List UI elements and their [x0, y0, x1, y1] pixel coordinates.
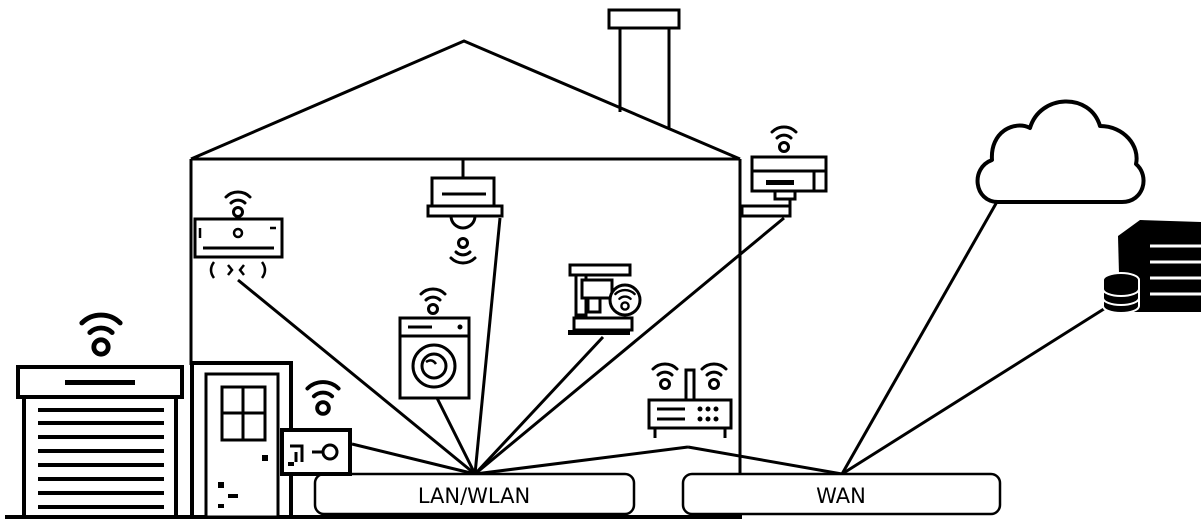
garage-door-icon [18, 315, 182, 517]
washing-machine-icon [400, 289, 469, 398]
lan-label: LAN/WLAN [418, 484, 530, 508]
lan-bar: LAN/WLAN [315, 474, 634, 514]
wifi-icon [226, 192, 250, 216]
link-server [842, 307, 1107, 474]
wifi-icon [421, 289, 445, 313]
front-door-icon [192, 363, 291, 517]
ceiling-lamp-icon [428, 159, 502, 263]
router-icon [649, 364, 731, 438]
cloud-icon [978, 101, 1144, 202]
wifi-icon [307, 382, 338, 414]
connections [238, 200, 1107, 474]
link-coffee [475, 337, 603, 474]
wan-bar: WAN [683, 474, 1000, 514]
link-cloud [842, 200, 998, 474]
security-camera-icon [742, 127, 826, 216]
link-lamp [475, 218, 500, 474]
server-icon [1103, 220, 1201, 313]
link-router-lan [475, 447, 688, 474]
roof [191, 41, 740, 159]
wan-label: WAN [816, 484, 866, 508]
coffee-machine-icon [568, 265, 640, 335]
link-camera [475, 218, 784, 474]
chimney [609, 10, 679, 128]
air-conditioner-icon [195, 192, 282, 278]
wifi-icon [82, 315, 120, 354]
link-router-wan [688, 447, 842, 474]
wifi-icon [451, 239, 475, 263]
link-washer [437, 398, 475, 474]
wifi-icon [702, 364, 726, 388]
wifi-icon [653, 364, 677, 388]
wifi-icon [772, 127, 796, 151]
